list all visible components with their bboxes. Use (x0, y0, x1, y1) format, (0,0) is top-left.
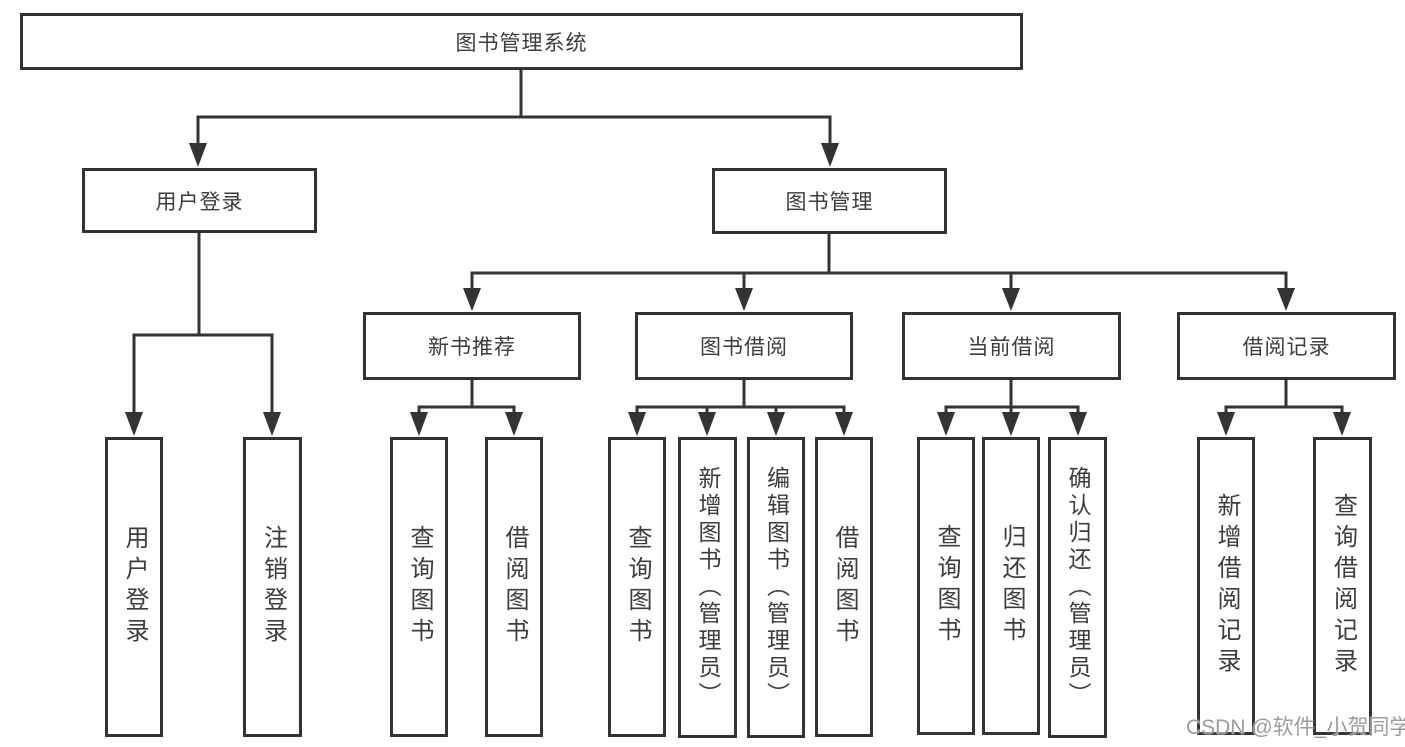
node-book-borrow-label: 图书借阅 (700, 336, 788, 359)
leaf-borrow-book-label: 借阅图书 (831, 525, 858, 649)
node-book-management-label: 图书管理 (785, 191, 874, 214)
node-book-borrow: 图书借阅 (635, 312, 853, 380)
leaf-newbook-query-label: 查询图书 (406, 525, 433, 649)
leaf-borrow-edit-admin: 编辑图书（管理员） (747, 437, 805, 738)
node-root-label: 图书管理系统 (455, 31, 588, 55)
leaf-logout: 注销登录 (243, 437, 302, 737)
leaf-newbook-query: 查询图书 (390, 437, 448, 737)
leaf-current-confirm-admin: 确认归还（管理员） (1048, 437, 1107, 738)
leaf-current-confirm-admin-label: 确认归还（管理员） (1065, 466, 1091, 709)
leaf-borrow-add-admin: 新增图书（管理员） (678, 437, 737, 738)
leaf-record-add: 新增借阅记录 (1197, 437, 1255, 735)
leaf-current-return: 归还图书 (982, 437, 1040, 735)
leaf-record-add-label: 新增借阅记录 (1213, 493, 1240, 679)
leaf-newbook-borrow: 借阅图书 (485, 437, 543, 737)
leaf-borrow-edit-admin-label: 编辑图书（管理员） (763, 466, 790, 709)
node-user-login: 用户登录 (82, 168, 317, 233)
leaf-user-login: 用户登录 (105, 437, 163, 737)
leaf-logout-label: 注销登录 (259, 525, 287, 649)
leaf-user-login-label: 用户登录 (121, 525, 148, 649)
node-root: 图书管理系统 (20, 13, 1023, 70)
leaf-borrow-add-admin-label: 新增图书（管理员） (695, 466, 721, 709)
node-new-book-recommend: 新书推荐 (363, 312, 581, 380)
node-new-book-recommend-label: 新书推荐 (428, 336, 516, 359)
node-current-borrow-label: 当前借阅 (967, 336, 1056, 359)
node-book-management: 图书管理 (712, 168, 947, 234)
leaf-borrow-book: 借阅图书 (815, 437, 873, 737)
csdn-watermark: CSDN @软件_小贺同学 (1186, 716, 1405, 739)
leaf-record-query: 查询借阅记录 (1313, 437, 1372, 735)
node-current-borrow: 当前借阅 (902, 312, 1121, 380)
leaf-newbook-borrow-label: 借阅图书 (501, 525, 528, 649)
leaf-current-query: 查询图书 (917, 437, 975, 735)
node-borrow-records: 借阅记录 (1177, 312, 1396, 380)
node-user-login-label: 用户登录 (155, 190, 244, 214)
node-borrow-records-label: 借阅记录 (1242, 336, 1331, 359)
leaf-current-query-label: 查询图书 (933, 524, 960, 648)
leaf-record-query-label: 查询借阅记录 (1329, 493, 1357, 679)
leaf-borrow-query-label: 查询图书 (624, 525, 651, 649)
leaf-current-return-label: 归还图书 (998, 524, 1025, 648)
leaf-borrow-query: 查询图书 (608, 437, 666, 737)
